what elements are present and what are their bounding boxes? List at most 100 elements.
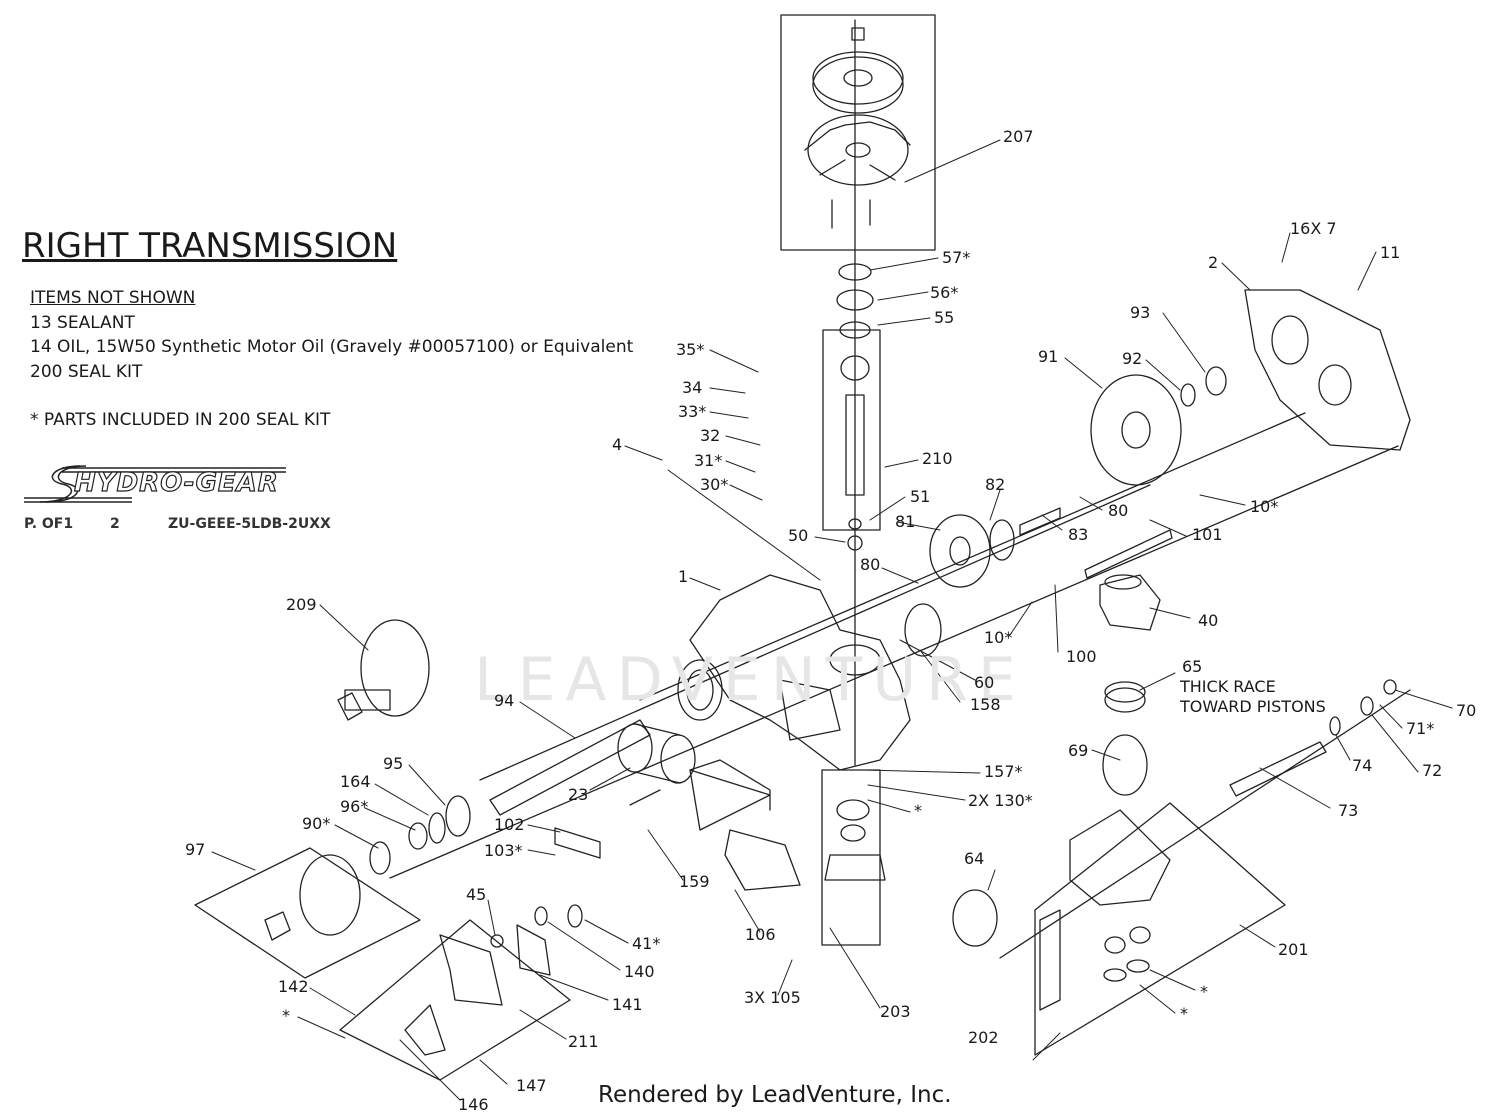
callout-label: 159 [679,872,710,891]
callout-label: 83 [1068,525,1088,544]
callout-label: 73 [1338,801,1358,820]
trunnion-40 [1099,574,1161,631]
callout-label: 23 [568,785,588,804]
callout-label: 10* [984,628,1012,647]
callout-label: 11 [1380,243,1400,262]
callout-label: * [1180,1004,1188,1023]
callout-labels: 207 57* 56* 55 210 51 50 35* 34 33* 32 31* 30* 4 1 209 9… [185,127,1476,1114]
model-code: ZU-GEEE-5LDB-2UXX [168,516,331,532]
main-housing [689,574,911,771]
callout-label: 3X 105 [744,988,801,1007]
callout-label: 147 [516,1076,547,1095]
callout-label: 102 [494,815,525,834]
notes-block: ITEMS NOT SHOWN 13 SEALANT 14 OIL, 15W50… [30,286,633,433]
callout-label: 65 [1182,657,1202,676]
callout-label: 41* [632,934,660,953]
logo-swoosh-icon [24,465,286,503]
input-shaft-box [822,329,881,531]
callout-label: 146 [458,1095,489,1114]
filter [617,723,653,773]
callout-label: 95 [383,754,403,773]
callout-label: 207 [1003,127,1034,146]
callout-label: 94 [494,691,514,710]
lower-cover-box [821,769,881,946]
callout-label: 81 [895,512,915,531]
cylinder-block-64 [952,889,998,947]
seal-kit-note: * PARTS INCLUDED IN 200 SEAL KIT [30,410,331,430]
note-item: 13 SEALANT [30,312,135,333]
callout-label: 10* [1250,497,1278,516]
logo-text: HYDRO-GEAR [73,467,279,498]
callout-label: 158 [970,695,1001,714]
callout-label: THICK RACE [1179,677,1276,696]
callout-label: 2 [1208,253,1218,272]
callout-label: 140 [624,962,655,981]
hub-209 [360,619,430,717]
callout-label: 30* [700,475,728,494]
callout-label: 91 [1038,347,1058,366]
callout-label: 106 [745,925,776,944]
callout-label: 141 [612,995,643,1014]
callout-label: 50 [788,526,808,545]
callout-label: 74 [1352,756,1372,775]
callout-label: 56* [930,283,958,302]
callout-label: TOWARD PISTONS [1179,697,1326,716]
pulley-fan-group-box [780,14,936,251]
callout-label: 90* [302,814,330,833]
center-section-box [1034,802,1286,1056]
callout-label: 101 [1192,525,1223,544]
callout-label: 202 [968,1028,999,1047]
callout-label: 40 [1198,611,1218,630]
hydro-gear-logo: HYDRO-GEAR [22,462,292,506]
hub-97-box [194,847,421,979]
side-cover [1244,289,1411,451]
note-item: 14 OIL, 15W50 Synthetic Motor Oil (Grave… [30,337,634,357]
footer-credit: Rendered by LeadVenture, Inc. [598,1082,952,1108]
callout-label: 34 [682,378,702,397]
callout-label: 142 [278,977,309,996]
callout-label: 93 [1130,303,1150,322]
callout-label: 45 [466,885,486,904]
callout-label: * [914,801,922,820]
callout-label: * [1200,982,1208,1001]
callout-label: 157* [984,762,1023,781]
callout-label: 55 [934,308,954,327]
page-label: P. OF1 [24,516,74,532]
callout-label: 82 [985,475,1005,494]
diagram-title: RIGHT TRANSMISSION [22,226,398,266]
notes-header: ITEMS NOT SHOWN [30,288,196,308]
callout-label: 32 [700,426,720,445]
page-number: 2 [110,516,120,532]
callout-label: 72 [1422,761,1442,780]
callout-label: 1 [678,567,688,586]
callout-label: 51 [910,487,930,506]
callout-label: 97 [185,840,205,859]
cylinder-block-69 [1102,734,1148,796]
callout-label: 100 [1066,647,1097,666]
callout-label: 4 [612,435,622,454]
callout-label: 80 [860,555,880,574]
callout-label: 164 [340,772,371,791]
callout-label: 35* [676,340,704,359]
gear-81 [929,514,991,588]
callout-label: 31* [694,451,722,470]
callout-label: 211 [568,1032,599,1051]
callout-label: 70 [1456,701,1476,720]
gear-91 [1090,374,1182,486]
callout-label: 60 [974,673,994,692]
callout-label: 71* [1406,719,1434,738]
brake-arm-box [339,919,571,1081]
callout-label: 33* [678,402,706,421]
callout-label: 210 [922,449,953,468]
callout-label: 64 [964,849,984,868]
callout-label: 92 [1122,349,1142,368]
note-item: 200 SEAL KIT [30,361,143,382]
callout-label: 209 [286,595,317,614]
callout-label: 203 [880,1002,911,1021]
callout-label: 57* [942,248,970,267]
callout-label: 96* [340,797,368,816]
callout-label: 69 [1068,741,1088,760]
callout-label: 201 [1278,940,1309,959]
callout-label: 16X 7 [1290,219,1337,238]
